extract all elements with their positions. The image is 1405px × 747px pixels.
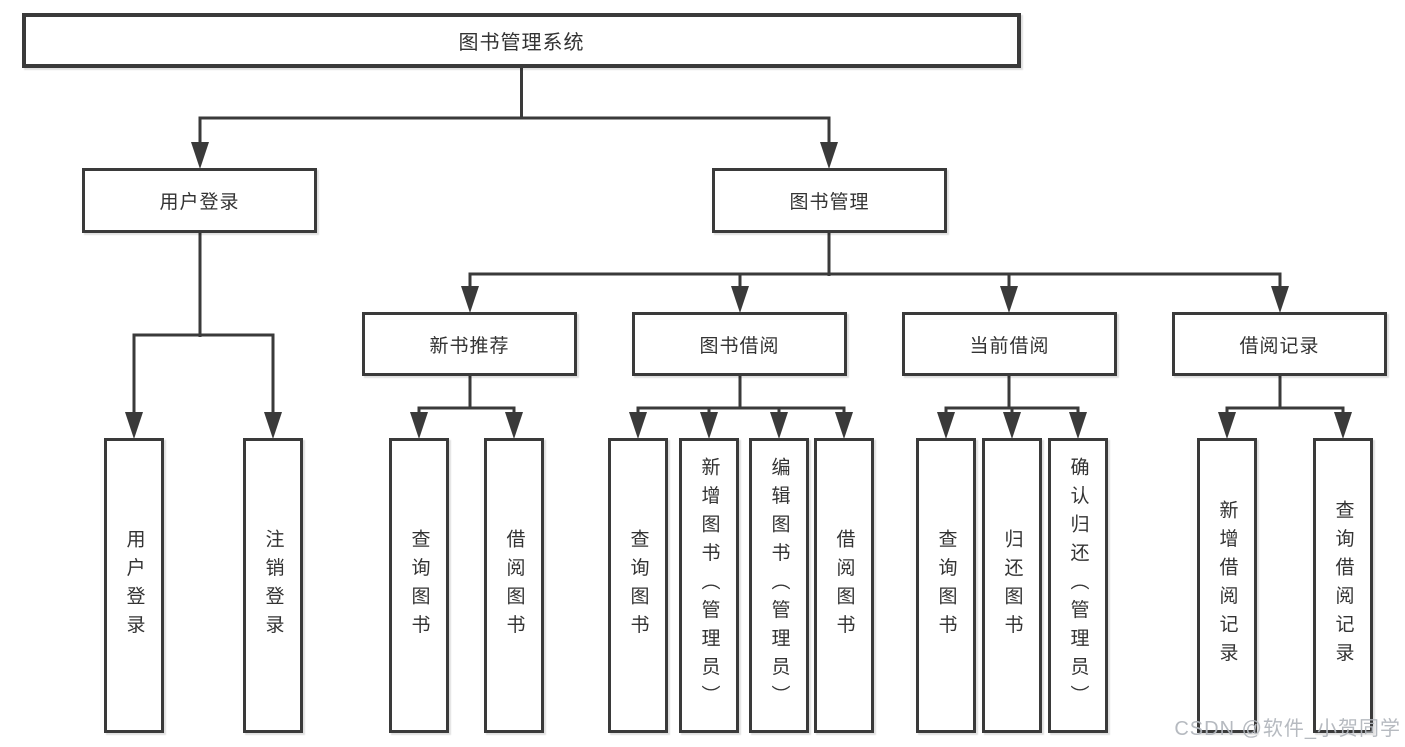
leaf-borrow-books-recommend: 借阅图书 xyxy=(484,438,544,733)
leaf-add-borrow-record: 新增借阅记录 xyxy=(1197,438,1257,733)
leaf-query-borrow-record: 查询借阅记录 xyxy=(1313,438,1373,733)
node-label: 归还图书 xyxy=(1001,528,1023,643)
csdn-watermark: CSDN @软件_小贺同学 xyxy=(1174,718,1401,740)
node-label: 当前借阅 xyxy=(969,335,1050,357)
node-label: 借阅记录 xyxy=(1239,335,1320,357)
node-borrowing-records: 借阅记录 xyxy=(1172,312,1387,376)
leaf-logout: 注销登录 xyxy=(243,438,303,733)
leaf-user-login: 用户登录 xyxy=(104,438,164,733)
node-label: 确认归还（管理员） xyxy=(1067,457,1089,714)
leaf-confirm-return-admin: 确认归还（管理员） xyxy=(1048,438,1108,733)
node-label: 用户登录 xyxy=(159,192,240,213)
leaf-edit-book-admin: 编辑图书（管理员） xyxy=(749,438,809,733)
leaf-query-books-borrowing: 查询图书 xyxy=(608,438,668,733)
node-new-book-recommendation: 新书推荐 xyxy=(362,312,577,376)
node-label: 查询借阅记录 xyxy=(1332,500,1354,671)
node-label: 查询图书 xyxy=(935,528,957,643)
node-label: 图书管理系统 xyxy=(458,32,585,54)
node-label: 新书推荐 xyxy=(429,335,510,357)
node-label: 借阅图书 xyxy=(833,528,855,643)
node-library-management-system: 图书管理系统 xyxy=(22,13,1021,68)
node-label: 查询图书 xyxy=(408,528,430,643)
node-label: 注销登录 xyxy=(262,528,284,643)
node-label: 图书借阅 xyxy=(699,335,780,357)
leaf-return-book: 归还图书 xyxy=(982,438,1042,733)
leaf-borrow-books-borrowing: 借阅图书 xyxy=(814,438,874,733)
leaf-query-books-current: 查询图书 xyxy=(916,438,976,733)
leaf-query-books-recommend: 查询图书 xyxy=(389,438,449,733)
node-label: 查询图书 xyxy=(627,528,649,643)
node-label: 借阅图书 xyxy=(503,528,525,643)
node-label: 用户登录 xyxy=(123,528,145,643)
node-user-login: 用户登录 xyxy=(82,168,317,233)
node-book-borrowing: 图书借阅 xyxy=(632,312,847,376)
node-label: 图书管理 xyxy=(789,192,870,213)
leaf-add-book-admin: 新增图书（管理员） xyxy=(679,438,739,733)
node-book-management: 图书管理 xyxy=(712,168,947,233)
node-label: 编辑图书（管理员） xyxy=(768,457,790,714)
node-current-borrowing: 当前借阅 xyxy=(902,312,1117,376)
node-label: 新增图书（管理员） xyxy=(698,457,720,714)
node-label: 新增借阅记录 xyxy=(1216,500,1238,671)
